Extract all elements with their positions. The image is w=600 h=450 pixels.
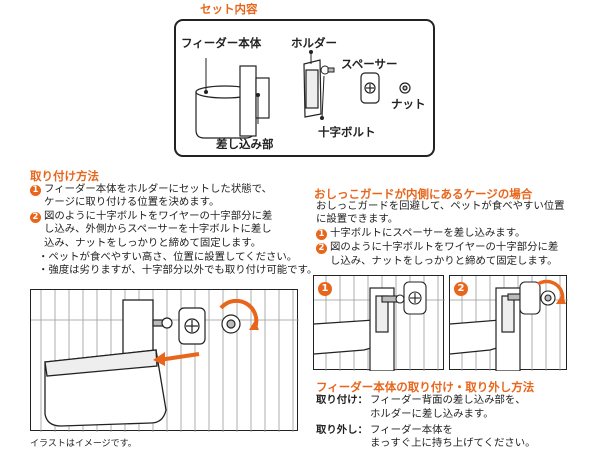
spacer-label: スペーサー (341, 57, 398, 71)
attach-title: フィーダー本体の取り付け・取り外し方法 (316, 380, 535, 394)
remove-label: 取り外し： (316, 424, 368, 436)
guard-panel-1-badge: 1 (318, 282, 332, 296)
guard-step-1-text: 十字ボルトにスペーサーを差し込みます。 (330, 227, 526, 239)
step-2-badge: 2 (30, 212, 41, 223)
guard-step-2-line-2: し込み、ナットをしっかりと締めて固定します。 (330, 255, 558, 267)
set-contents-title: セット内容 (200, 2, 258, 16)
nut-label: ナット (391, 97, 426, 111)
install-note-1: ・ペットが食べやすい高さ、位置に設置してください。 (38, 251, 298, 263)
guard-panel-2-badge: 2 (454, 282, 468, 296)
attach-line-1: フィーダー背面の差し込み部を、 (370, 394, 526, 406)
guard-desc-line-2: に設置できます。 (316, 213, 399, 225)
guard-step-1-badge: 1 (316, 229, 327, 240)
set-contents-box (174, 19, 435, 157)
install-step-2-line-2: し込み、外側からスペーサーを十字ボルトに差し (44, 223, 272, 235)
attach-label: 取り付け： (316, 394, 368, 406)
install-note-2: ・強度は劣りますが、十字部分以外でも取り付け可能です。 (38, 264, 318, 276)
insert-part-label: 差し込み部 (216, 137, 274, 151)
bolt-label: 十字ボルト (318, 125, 376, 139)
step-1-badge: 1 (30, 185, 41, 196)
guard-title: おしっこガードが内側にあるケージの場合 (314, 187, 533, 201)
holder-label: ホルダー (291, 36, 337, 50)
install-step-1-line-1: フィーダー本体をホルダーにセットした状態で、 (44, 183, 272, 195)
guard-step-2-line-1: 図のように十字ボルトをワイヤーの十字部分に差 (330, 241, 559, 253)
install-step-2-line-3: 込み、ナットをしっかりと締めて固定します。 (44, 237, 262, 249)
install-step-1-line-2: ケージに取り付ける位置を決めます。 (44, 196, 220, 208)
guard-desc-line-1: おしっこガードを回避して、ペットが食べやすい位置 (316, 200, 565, 212)
guard-panel-2: 2 (449, 275, 568, 371)
illustration-caption: イラストはイメージです。 (30, 439, 137, 449)
install-illustration (30, 289, 299, 432)
guard-step-2-badge: 2 (316, 243, 327, 254)
install-step-2-line-1: 図のように十字ボルトをワイヤーの十字部分に差 (44, 210, 273, 222)
remove-line-1: フィーダー本体を (370, 424, 453, 436)
remove-line-2: まっすぐ上に持ち上げてください。 (370, 437, 536, 449)
guard-panel-1: 1 (313, 275, 445, 371)
install-title: 取り付け方法 (30, 169, 99, 183)
feeder-label: フィーダー本体 (181, 36, 262, 50)
attach-line-2: ホルダーに差し込みます。 (370, 408, 494, 420)
